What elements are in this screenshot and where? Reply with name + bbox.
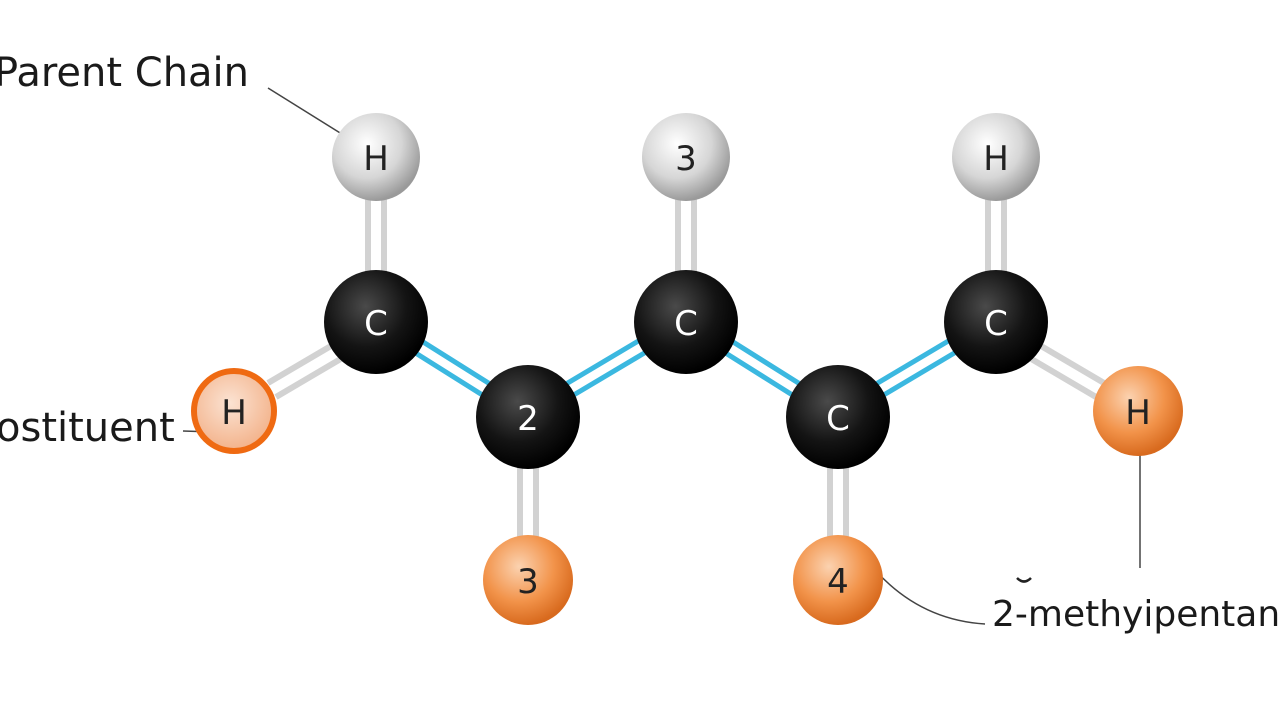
svg-text:C: C: [984, 304, 1008, 344]
svg-text:C: C: [364, 304, 388, 344]
chain-bond-4: [874, 337, 958, 399]
atom-h-substituent-right: H: [1093, 366, 1183, 456]
label-parent-chain: Parent Chain: [0, 50, 249, 96]
bond-c1-htop: [365, 195, 387, 280]
chain-bond-3: [722, 337, 802, 399]
bond-c5-htop: [985, 195, 1007, 280]
atom-top-middle: 3: [642, 113, 730, 201]
label-compound-name: 2-methyipentane: [992, 594, 1280, 635]
atom-h-substituent-left: H: [191, 368, 277, 454]
chain-bond-1: [412, 337, 492, 399]
chain-bond-2: [564, 337, 648, 399]
stray-mark: [1016, 577, 1032, 583]
svg-text:C: C: [826, 399, 850, 439]
atom-carbon-2: 2: [476, 365, 580, 469]
svg-text:3: 3: [675, 139, 697, 179]
svg-text:2: 2: [517, 399, 539, 439]
svg-text:H: H: [221, 393, 247, 433]
atom-substituent-bottom-1: 3: [483, 535, 573, 625]
leader-lines: [182, 87, 1141, 625]
atom-h-top-left: H: [332, 113, 420, 201]
atom-h-top-right: H: [952, 113, 1040, 201]
bond-c3-top: [675, 195, 697, 280]
bond-c4-bottom: [827, 460, 849, 545]
atom-substituent-bottom-2: 4: [793, 535, 883, 625]
svg-text:H: H: [1125, 393, 1151, 433]
leader-parent-chain: [267, 87, 346, 137]
atom-carbon-3: C: [634, 270, 738, 374]
bond-c1-hleft: [266, 340, 346, 400]
svg-text:C: C: [674, 304, 698, 344]
svg-text:3: 3: [517, 562, 539, 602]
bond-c2-bottom: [517, 460, 539, 545]
leader-compound: [874, 569, 986, 625]
svg-text:H: H: [983, 139, 1009, 179]
bond-c5-hright: [1026, 340, 1106, 400]
svg-text:4: 4: [827, 562, 849, 602]
atom-carbon-4: C: [786, 365, 890, 469]
atom-carbon-1: C: [324, 270, 428, 374]
label-substituent: ostituent: [0, 405, 175, 451]
chain-bonds: [412, 337, 958, 399]
svg-text:H: H: [363, 139, 389, 179]
atom-carbon-5: C: [944, 270, 1048, 374]
bonds: [266, 195, 1106, 545]
